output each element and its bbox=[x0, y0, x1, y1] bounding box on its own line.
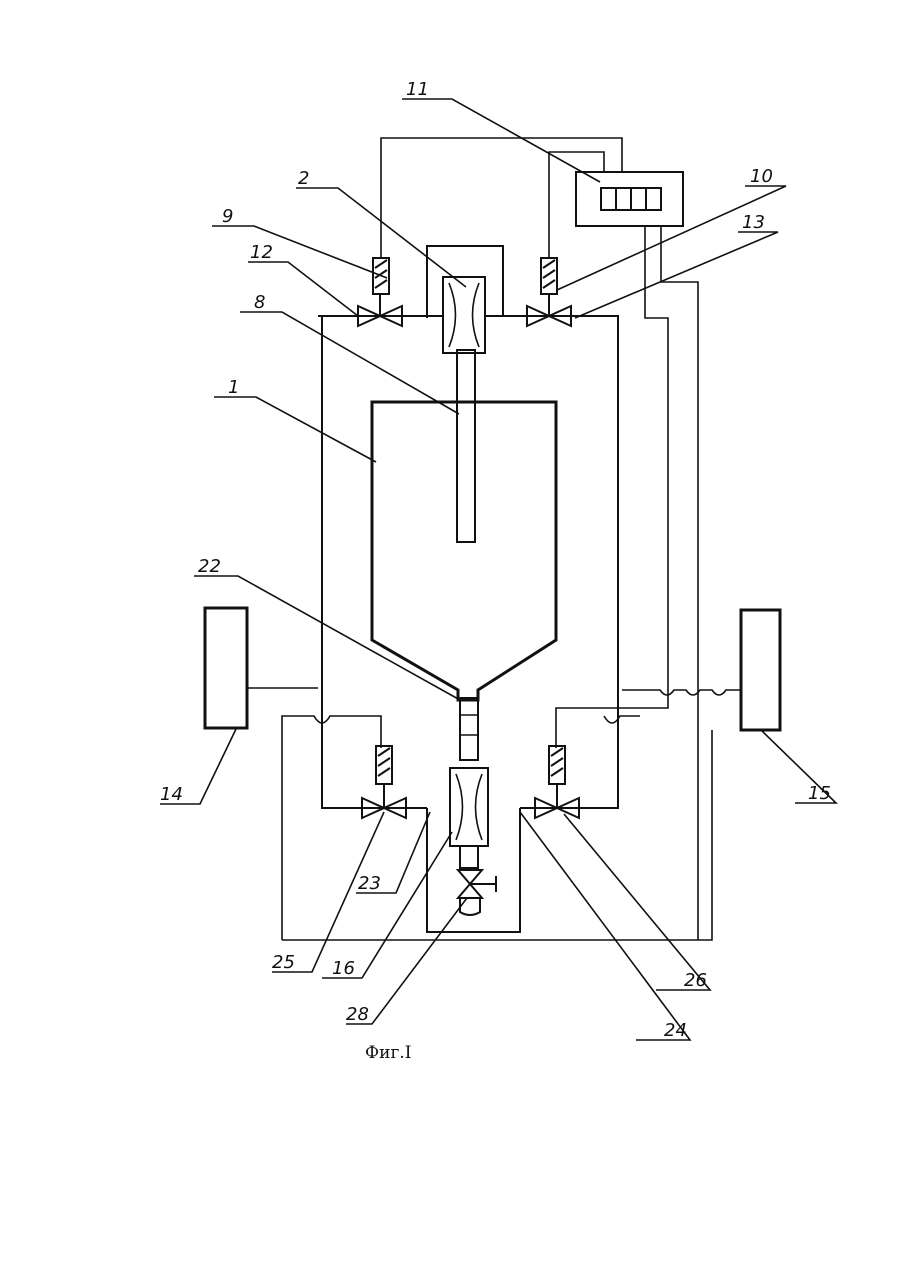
drain-valve-28 bbox=[458, 870, 496, 915]
actuator-26 bbox=[549, 746, 565, 784]
control-wire-d bbox=[661, 226, 698, 940]
label-22: 22 bbox=[198, 556, 221, 577]
label-23: 23 bbox=[358, 873, 381, 894]
actuator-25 bbox=[376, 746, 392, 784]
left-loop bbox=[282, 716, 381, 940]
valve-12 bbox=[358, 294, 402, 326]
control-unit bbox=[576, 172, 683, 226]
actuator-10 bbox=[541, 258, 557, 294]
label-12: 12 bbox=[250, 242, 273, 263]
label-15: 15 bbox=[808, 783, 831, 804]
control-wire-c bbox=[556, 226, 668, 748]
label-13: 13 bbox=[742, 212, 765, 233]
label-11: 11 bbox=[406, 79, 429, 100]
bottom-return bbox=[282, 730, 712, 940]
vessel-neck bbox=[460, 698, 478, 760]
power-source-14 bbox=[205, 608, 247, 728]
label-9: 9 bbox=[222, 206, 233, 227]
valve-26 bbox=[535, 784, 579, 818]
control-wire-a bbox=[381, 138, 622, 258]
power-source-15 bbox=[741, 610, 780, 730]
label-25: 25 bbox=[272, 952, 295, 973]
label-28: 28 bbox=[346, 1004, 369, 1025]
label-14: 14 bbox=[160, 784, 183, 805]
electrode-rod bbox=[457, 350, 475, 542]
valve-13 bbox=[527, 294, 571, 326]
bottom-sleeve bbox=[450, 768, 488, 846]
label-1: 1 bbox=[228, 377, 239, 398]
leader-lines bbox=[160, 99, 836, 1040]
label-8: 8 bbox=[254, 292, 265, 313]
figure-caption: Фиг.I bbox=[365, 1043, 411, 1063]
label-10: 10 bbox=[750, 166, 773, 187]
label-26: 26 bbox=[684, 970, 707, 991]
label-16: 16 bbox=[332, 958, 355, 979]
top-sleeve bbox=[443, 277, 485, 353]
label-24: 24 bbox=[664, 1020, 687, 1041]
top-bracket bbox=[427, 246, 503, 318]
vessel-body bbox=[372, 402, 556, 700]
label-2: 2 bbox=[298, 168, 309, 189]
